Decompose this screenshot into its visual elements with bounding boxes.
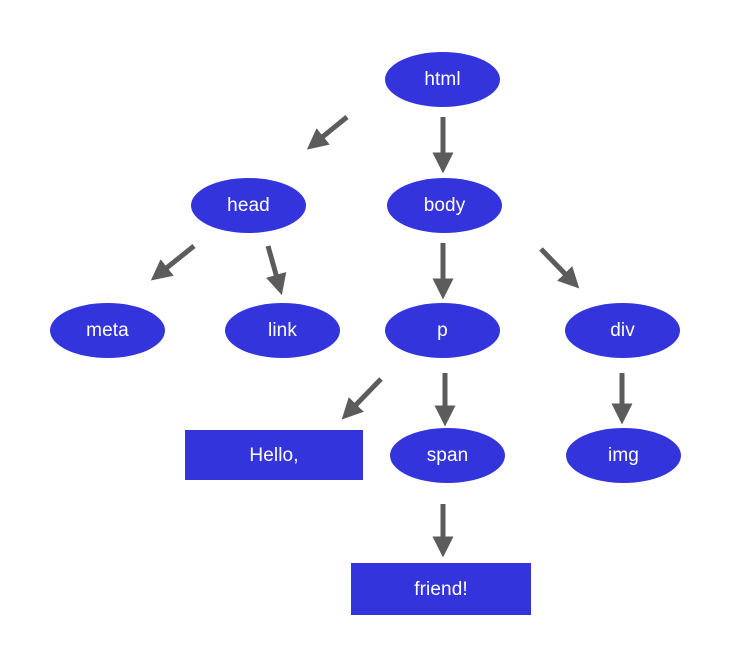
node-label-div: div [610, 320, 635, 341]
node-friend[interactable]: friend! [351, 563, 531, 615]
node-html[interactable]: html [385, 52, 500, 107]
node-div[interactable]: div [565, 303, 680, 358]
node-label-html: html [424, 69, 461, 90]
edge-arrow-body-to-div [539, 247, 580, 289]
node-label-head: head [227, 195, 270, 216]
node-head[interactable]: head [191, 178, 306, 233]
edge-arrow-p-to-hello [341, 377, 383, 420]
node-label-img: img [608, 445, 639, 466]
node-p[interactable]: p [385, 303, 500, 358]
node-label-body: body [423, 195, 466, 216]
node-label-link: link [268, 320, 297, 341]
node-label-hello: Hello, [249, 444, 299, 466]
node-meta[interactable]: meta [50, 303, 165, 358]
node-span[interactable]: span [390, 428, 505, 483]
node-label-friend: friend! [414, 578, 468, 600]
edge-arrow-head-to-link [265, 245, 287, 296]
node-img[interactable]: img [566, 428, 681, 483]
edge-arrow-html-to-head [306, 115, 349, 150]
node-body[interactable]: body [387, 178, 502, 233]
node-label-span: span [426, 445, 469, 466]
edge-arrow-head-to-meta [150, 244, 196, 281]
node-label-meta: meta [86, 320, 129, 341]
node-label-p: p [437, 320, 448, 341]
node-hello[interactable]: Hello, [185, 430, 363, 480]
node-link[interactable]: link [225, 303, 340, 358]
